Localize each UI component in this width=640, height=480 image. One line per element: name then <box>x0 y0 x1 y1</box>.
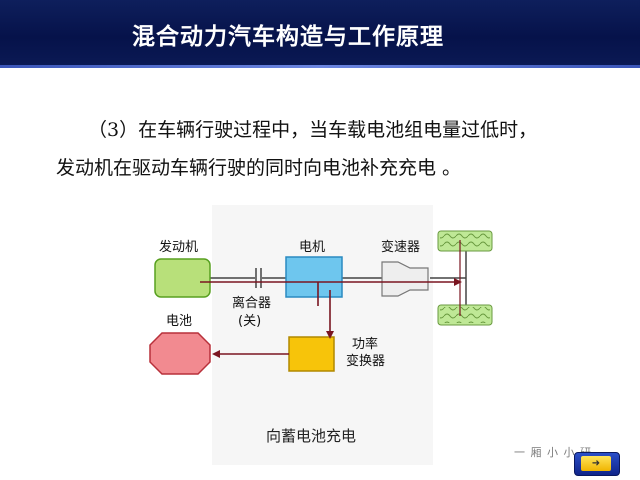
next-page-button[interactable]: ➜ <box>574 452 620 476</box>
converter-block <box>288 336 335 372</box>
motor-block <box>285 256 343 298</box>
clutch-symbol <box>255 268 262 288</box>
slide-title: 混合动力汽车构造与工作原理 <box>132 24 444 50</box>
engine-block <box>154 258 211 298</box>
title-bar: 混合动力汽车构造与工作原理 <box>0 0 640 68</box>
diagram-caption: 向蓄电池充电 <box>266 427 357 445</box>
label-clutch-state: (关) <box>238 314 261 329</box>
front-wheel-tread <box>440 233 490 249</box>
rear-wheel-tread <box>440 307 490 323</box>
watermark-text: 一 厢 小 小 研 <box>514 446 592 459</box>
label-battery: 电池 <box>166 314 192 329</box>
label-transmission: 变速器 <box>381 239 420 255</box>
label-clutch: 离合器 <box>232 295 271 311</box>
label-converter-2: 变换器 <box>346 353 385 369</box>
diagram-background <box>212 205 433 465</box>
body-line-1: （3）在车辆行驶过程中，当车载电池组电量过低时， <box>88 119 538 141</box>
label-engine: 发动机 <box>159 239 198 255</box>
power-flow-arrows <box>200 240 462 358</box>
next-page-icon: ➜ <box>581 456 611 471</box>
body-line-2: 发动机在驱动车辆行驶的同时向电池补充充电 。 <box>56 157 462 179</box>
label-converter-1: 功率 <box>352 336 378 352</box>
title-divider <box>0 65 640 68</box>
transmission-block <box>381 261 429 297</box>
battery-block <box>149 332 211 375</box>
label-motor: 电机 <box>299 240 325 255</box>
